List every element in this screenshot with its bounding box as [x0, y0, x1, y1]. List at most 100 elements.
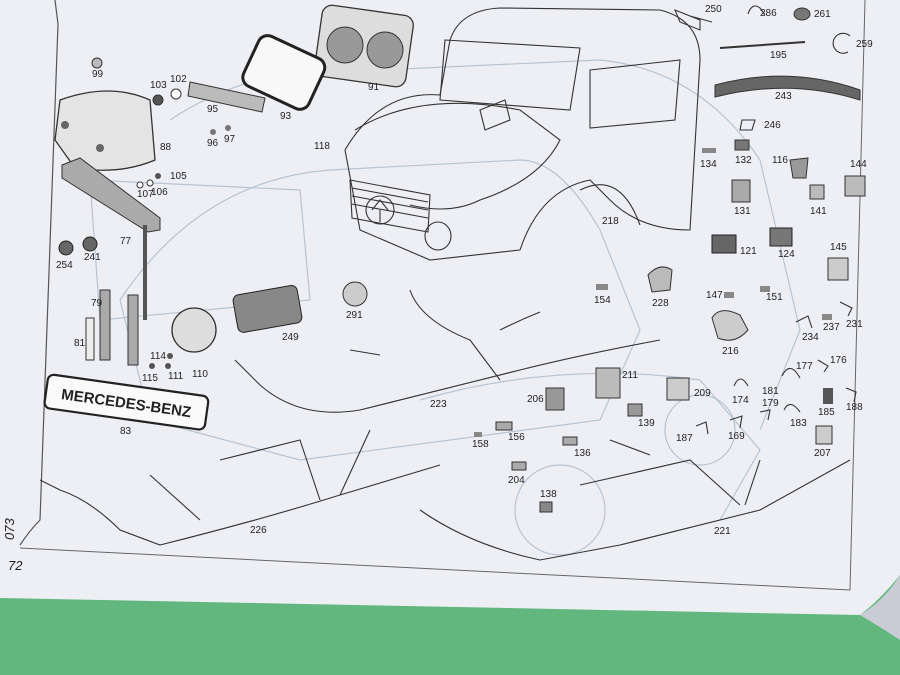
part-158-terminal — [474, 432, 482, 437]
part-93-mirror-glass — [241, 34, 327, 111]
part-185-cap — [823, 388, 833, 404]
part-label-243: 243 — [775, 91, 792, 102]
part-187-clip — [695, 421, 709, 435]
part-label-132: 132 — [735, 155, 752, 166]
part-label-83: 83 — [120, 426, 132, 437]
harness-223-branch — [349, 289, 541, 381]
part-label-291: 291 — [346, 310, 363, 321]
part-103-nut — [152, 94, 164, 106]
part-label-134: 134 — [700, 159, 717, 170]
part-label-226: 226 — [250, 525, 267, 536]
part-label-88: 88 — [160, 142, 172, 153]
part-131-connector — [731, 179, 751, 203]
part-183-clip — [759, 409, 771, 421]
part-174-clamp — [733, 378, 749, 387]
part-139-connector — [627, 403, 643, 417]
part-254-grommet — [58, 240, 74, 256]
part-209-block — [666, 377, 690, 401]
part-label-107: 107 — [137, 189, 154, 200]
part-177-clamp — [781, 367, 801, 379]
part-154-terminal — [596, 284, 608, 290]
part-label-91: 91 — [368, 82, 380, 93]
part-246-clip — [739, 119, 756, 131]
part-label-96: 96 — [207, 138, 219, 149]
part-label-114: 114 — [150, 351, 166, 362]
part-136-terminal — [562, 436, 578, 446]
harness-223 — [234, 339, 661, 413]
part-label-228: 228 — [652, 298, 669, 309]
part-241-grommet — [82, 236, 98, 252]
part-81-plate — [85, 317, 95, 361]
part-label-179: 179 — [762, 398, 779, 409]
part-label-99: 99 — [92, 69, 104, 80]
paper-sheet — [0, 0, 900, 615]
part-label-81: 81 — [74, 338, 86, 349]
part-label-206: 206 — [527, 394, 544, 405]
part-110-cap — [171, 307, 217, 353]
part-label-237: 237 — [823, 322, 840, 333]
part-124-connector — [769, 227, 793, 247]
part-114-nut — [167, 353, 173, 359]
part-label-211: 211 — [622, 370, 638, 381]
part-label-103: 103 — [150, 80, 167, 91]
part-label-218: 218 — [602, 216, 619, 227]
part-label-156: 156 — [508, 432, 525, 443]
frame-bottom — [19, 547, 851, 591]
part-99-knob — [91, 57, 103, 69]
part-176-clamp — [817, 359, 829, 373]
part-label-195: 195 — [770, 50, 787, 61]
part-label-154: 154 — [594, 295, 611, 306]
part-145-block — [827, 257, 849, 281]
part-231-clip — [839, 301, 853, 317]
part-label-181: 181 — [762, 386, 779, 397]
part-144-connector — [844, 175, 866, 197]
part-label-158: 158 — [472, 439, 489, 450]
mercedes-benz-emblem: MERCEDES-BENZ — [43, 373, 210, 431]
part-91-lamp-housing — [314, 4, 414, 88]
part-label-176: 176 — [830, 355, 847, 366]
part-237-terminal — [822, 314, 832, 320]
part-label-106: 106 — [151, 187, 168, 198]
part-95-strip — [187, 81, 266, 113]
part-88-mirror-head — [54, 90, 156, 171]
part-label-151: 151 — [766, 292, 783, 303]
page-shadow — [860, 575, 900, 640]
part-147-terminal — [724, 292, 734, 298]
part-label-77: 77 — [120, 236, 132, 247]
part-243-trim — [714, 75, 861, 101]
frame-right — [849, 0, 866, 591]
part-138-terminal — [539, 501, 553, 513]
part-121-connector — [711, 234, 737, 254]
part-207-block — [815, 425, 833, 445]
page-number: 72 — [8, 558, 23, 573]
part-label-234: 234 — [802, 332, 819, 343]
part-label-139: 139 — [638, 418, 655, 429]
part-115-nut — [149, 363, 155, 369]
part-label-261: 261 — [814, 9, 831, 20]
part-77-mirror-arm — [61, 157, 161, 233]
part-label-138: 138 — [540, 489, 557, 500]
part-206-block — [545, 387, 565, 411]
part-151-terminal — [760, 286, 770, 292]
part-88-bolt — [61, 121, 69, 129]
part-134-terminal — [702, 148, 716, 153]
truck-cab-drawing — [344, 7, 701, 261]
part-234-clip — [795, 315, 813, 329]
part-label-97: 97 — [224, 134, 236, 145]
part-88-bolt-2 — [96, 144, 104, 152]
part-label-216: 216 — [722, 346, 739, 357]
part-label-110: 110 — [192, 369, 208, 380]
part-label-183: 183 — [790, 418, 807, 429]
part-249-relay-box — [232, 285, 303, 333]
part-label-249: 249 — [282, 332, 299, 343]
part-label-147: 147 — [706, 290, 723, 301]
part-105-nut — [155, 173, 161, 179]
part-188-clip — [845, 387, 857, 403]
part-label-131: 131 — [734, 206, 751, 217]
part-132-fuse — [734, 139, 750, 151]
part-label-241: 241 — [84, 252, 101, 263]
part-291-cap — [342, 281, 368, 307]
part-label-95: 95 — [207, 104, 219, 115]
part-label-185: 185 — [818, 407, 835, 418]
